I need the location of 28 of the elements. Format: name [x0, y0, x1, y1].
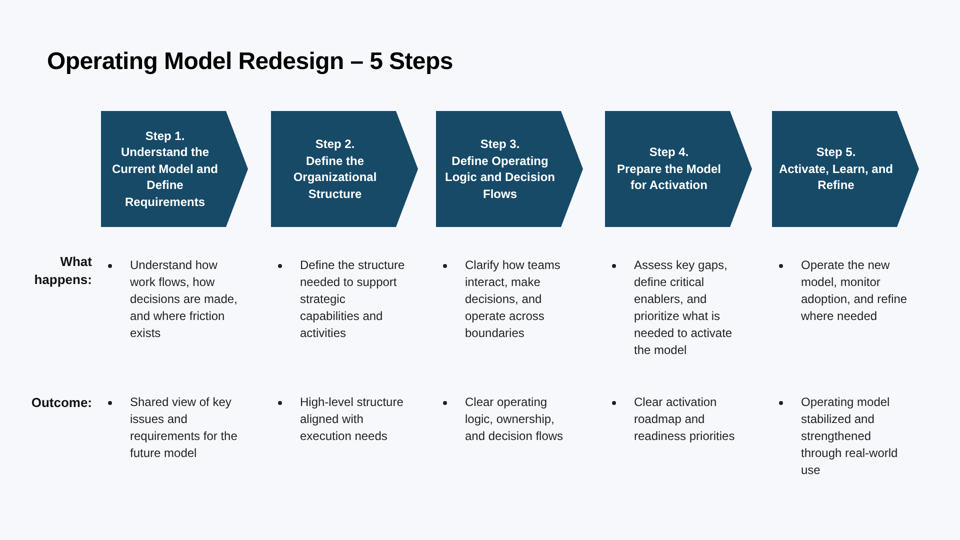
step-title: Activate, Learn, and Refine — [778, 160, 894, 194]
step-title: Prepare the Model for Activation — [616, 160, 722, 194]
bullet-text: Understand how work flows, how decisions are made, and where friction exists — [130, 257, 238, 342]
row-label: Outcome: — [30, 394, 92, 412]
bullet-text: Shared view of key issues and requirements for the future model — [130, 394, 238, 462]
step-title: Step 5. — [816, 144, 856, 161]
chevron-step — [101, 111, 248, 227]
bullet-text: Operate the new model, monitor adoption, and refine where needed — [801, 257, 908, 325]
bullet-text: Clarify how teams interact, make decisions, and operate across boundaries — [465, 257, 562, 342]
bullet-text: High-level structure aligned with execution needs — [300, 394, 404, 445]
step-title: Define the Organizational Structure — [292, 152, 378, 202]
chevron-step — [436, 111, 583, 227]
step-title: Step 3. — [480, 136, 520, 152]
step-title: Step 4. — [649, 144, 689, 161]
step-title: Step 1. — [145, 128, 185, 144]
chevron-step — [605, 111, 752, 227]
chevron-step — [271, 111, 418, 227]
step-title: Define Operating Logic and Decision Flows — [444, 152, 556, 202]
chevron-step — [772, 111, 919, 227]
bullet-text: Define the structure needed to support strategic capabilities and activities — [300, 257, 406, 342]
bullet-text: Clear operating logic, ownership, and decision flows — [465, 394, 564, 445]
title: Operating Model Redesign – 5 Steps — [47, 48, 453, 76]
row-label: What happens: — [33, 253, 92, 289]
bullet-text: Clear activation roadmap and readiness priorities — [634, 394, 736, 445]
step-title: Understand the Current Model and Define Requirements — [110, 144, 219, 210]
bullet-text: Assess key gaps, define critical enablers, and prioritize what is needed to activate the model — [634, 257, 734, 359]
step-title: Step 2. — [315, 136, 355, 152]
bullet-text: Operating model stabilized and strengthened through real-world use — [801, 394, 899, 479]
